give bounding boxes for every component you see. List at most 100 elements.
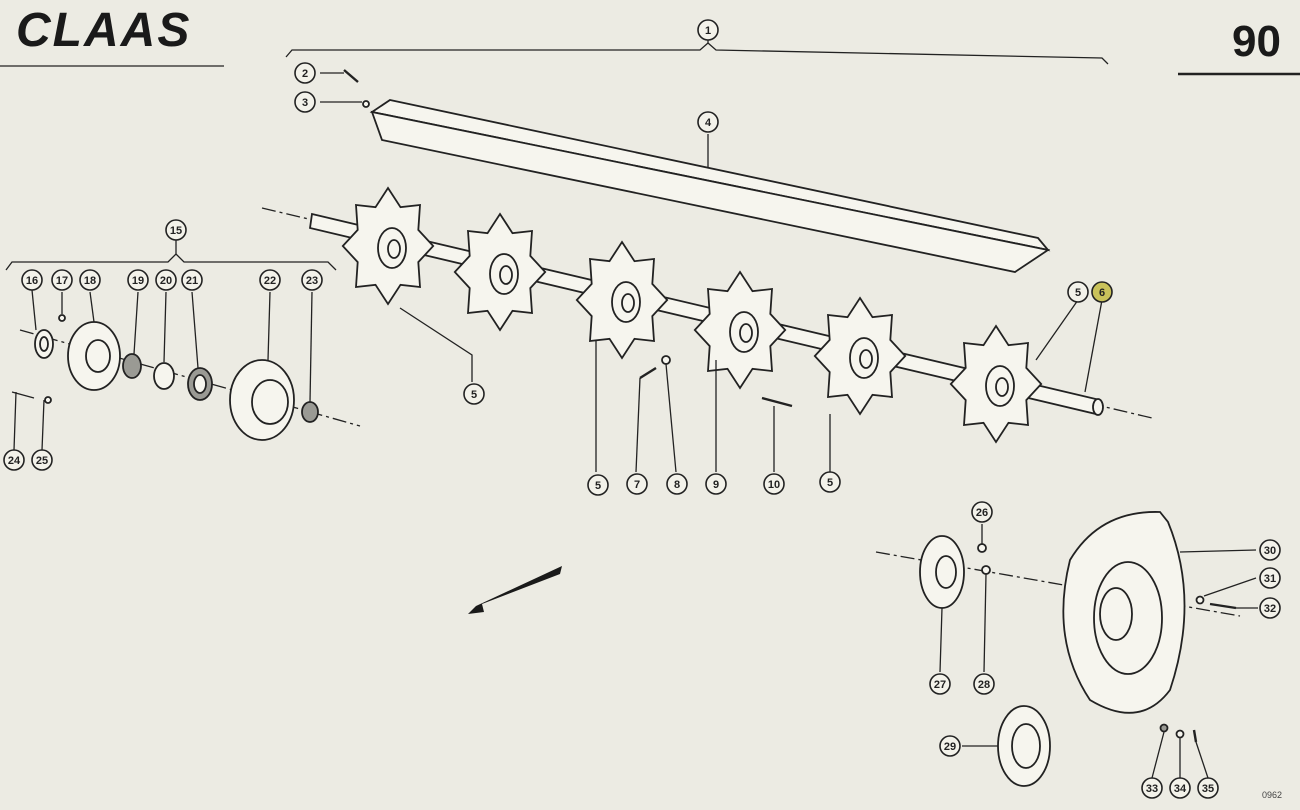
callout-c15: 15 [165,219,187,241]
callout-number: 5 [1075,287,1081,299]
callout-c5d: 5 [1067,281,1089,303]
callout-c4: 4 [697,111,719,133]
callout-c24: 24 [3,449,25,471]
bolt-32 [1209,602,1237,610]
callout-c31: 31 [1259,567,1281,589]
callout-number: 1 [705,25,711,37]
callout-number: 2 [302,68,308,80]
callout-bubble [971,501,993,523]
callout-bubble [21,269,43,291]
callout-bubble [1197,777,1219,799]
callout-c5c: 5 [819,471,841,493]
callout-number: 15 [170,225,182,237]
callout-bubble [51,269,73,291]
scraper-bar-4-face [370,110,1051,273]
callout-bubble [705,473,727,495]
callout-bubble [294,91,316,113]
callout-number: 5 [471,389,477,401]
washer-25 [44,396,52,404]
callout-c27: 27 [929,673,951,695]
callout-bubble [1141,777,1163,799]
callout-bubble [294,62,316,84]
callout-c2: 2 [294,62,316,84]
brand-logo: CLAAS [16,4,191,57]
callout-number: 5 [827,477,833,489]
callout-bubble [1067,281,1089,303]
callout-c3: 3 [294,91,316,113]
callout-c21: 21 [181,269,203,291]
callout-c33: 33 [1141,777,1163,799]
washer-31 [1195,595,1205,605]
ring-20 [153,362,175,390]
callout-number: 33 [1146,783,1158,795]
callout-c20: 20 [155,269,177,291]
callout-number: 25 [36,455,48,467]
callout-bubble [127,269,149,291]
callout-bubble [1259,539,1281,561]
callout-number: 32 [1264,603,1276,615]
callout-bubble [763,473,785,495]
callout-number: 20 [160,275,172,287]
callout-c7: 7 [626,473,648,495]
callout-c29: 29 [939,735,961,757]
callout-number: 5 [595,480,601,492]
callout-c19: 19 [127,269,149,291]
callout-c1: 1 [697,19,719,41]
washer-34 [1175,729,1185,739]
callout-bubble [3,449,25,471]
callout-bubble [697,19,719,41]
callout-c32: 32 [1259,597,1281,619]
bolt-35 [1192,729,1198,743]
nut-8 [661,355,671,365]
callout-bubble [929,673,951,695]
callout-bubble [31,449,53,471]
key-10 [761,396,793,408]
callout-number: 6 [1099,287,1105,299]
callout-bubble [79,269,101,291]
callout-number: 28 [978,679,990,691]
callout-number: 16 [26,275,38,287]
callout-c26: 26 [971,501,993,523]
callout-bubble [301,269,323,291]
callout-c25: 25 [31,449,53,471]
callout-c9: 9 [705,473,727,495]
callout-c17: 17 [51,269,73,291]
callout-number: 23 [306,275,318,287]
callout-number: 4 [705,117,712,129]
callout-number: 31 [1264,573,1276,585]
callout-number: 9 [713,479,719,491]
callout-c8: 8 [666,473,688,495]
callout-bubble [587,474,609,496]
callout-number: 22 [264,275,276,287]
washer-3 [362,100,370,108]
nut-33 [1159,723,1169,733]
callout-bubble [463,383,485,405]
callout-number: 3 [302,97,308,109]
callout-number: 8 [674,479,680,491]
callout-number: 29 [944,741,956,753]
callout-c28: 28 [973,673,995,695]
callout-bubble [259,269,281,291]
callout-bubble [939,735,961,757]
callout-c5a: 5 [463,383,485,405]
callout-number: 18 [84,275,96,287]
callout-c16: 16 [21,269,43,291]
drawing-code: 0962 [1262,790,1282,800]
ring-19 [122,353,142,379]
callout-bubble [697,111,719,133]
callout-bubble [165,219,187,241]
nut-23 [301,401,319,423]
callout-bubble [626,473,648,495]
assembly-bracket [285,42,1109,65]
callout-number: 35 [1202,783,1214,795]
callout-number: 30 [1264,545,1276,557]
callout-c23: 23 [301,269,323,291]
callout-bubble [666,473,688,495]
callout-number: 24 [8,455,21,467]
callout-bubble [1259,597,1281,619]
callout-number: 27 [934,679,946,691]
grease-nipple-17 [58,314,66,322]
callout-c22: 22 [259,269,281,291]
